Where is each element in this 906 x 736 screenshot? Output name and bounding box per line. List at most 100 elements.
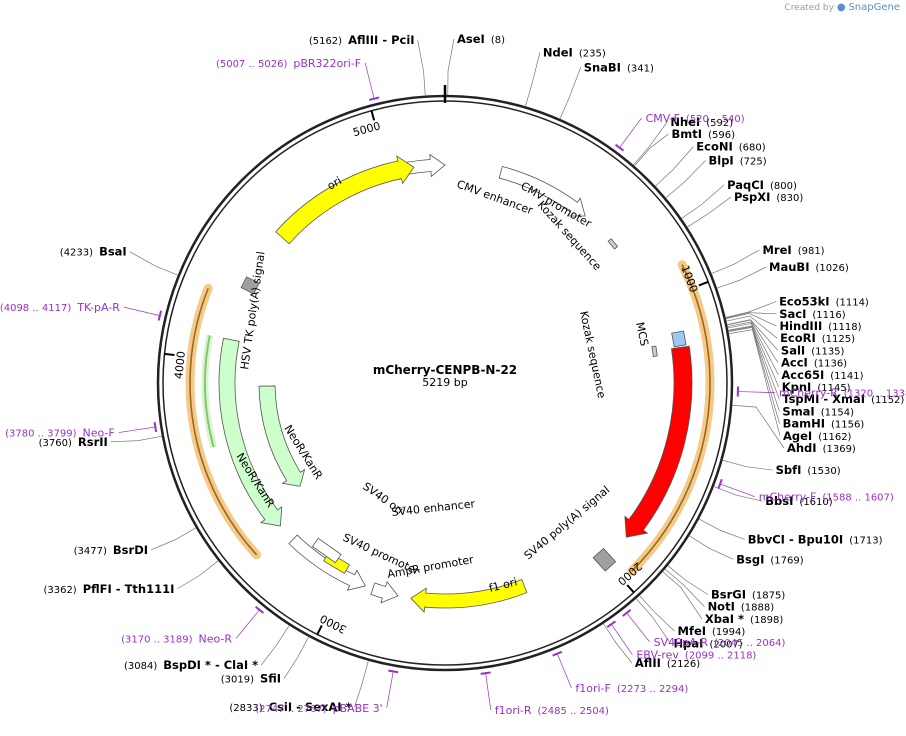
site-name: SnaBI	[584, 60, 621, 74]
site-position: (1154)	[821, 407, 854, 418]
feature-label-sv40-polya: SV40 poly(A) signal	[522, 483, 613, 562]
primer-name: f1ori-R	[495, 704, 532, 717]
plasmid-name: mCherry-CENPB-N-22	[373, 363, 517, 377]
site-position: (3084)	[124, 661, 157, 672]
site-econi: EcoNI(680)	[696, 140, 765, 154]
site-position: (3477)	[74, 546, 107, 557]
tick-mark-5000	[370, 110, 376, 121]
primer-leader-pbr322ori-f	[364, 62, 375, 99]
primer-range: (3170 .. 3189)	[121, 634, 193, 645]
site-name: MfeI	[678, 624, 707, 638]
site-position: (596)	[708, 130, 735, 141]
site-name: BsgI	[736, 552, 764, 566]
primer-leader-pbabe-3	[386, 671, 394, 708]
site-name: AflIII - PciI	[348, 33, 415, 47]
feature-mcs-box-0	[671, 330, 687, 348]
feature-neor-kanr-6	[218, 337, 283, 527]
primer-range: (1320 .. 1338)	[844, 389, 906, 400]
site-name: AhdI	[787, 441, 817, 455]
site-position: (680)	[739, 143, 766, 154]
primer-neo-r: (3170 .. 3189)Neo-R	[121, 632, 232, 645]
site-leader-hpai	[635, 598, 671, 644]
feature-label-mcs: MCS	[633, 321, 651, 347]
site-leader-kpni	[727, 322, 780, 388]
site-name: BspDI * - ClaI *	[163, 658, 258, 672]
primer-name: Neo-F	[83, 427, 115, 440]
site-bbsi: BbsI(1610)	[765, 494, 832, 508]
site-leader-pflfi-tth111i	[177, 560, 219, 590]
site-position: (4233)	[60, 248, 93, 259]
primer-name: pBABE 3'	[333, 702, 383, 715]
site-leader-bsrdi	[150, 527, 197, 551]
feature-mcherry-2	[624, 345, 693, 538]
site-leader-csii-sexai	[354, 660, 369, 707]
site-name: BamHI	[783, 417, 825, 431]
site-blpi: BlpI(725)	[708, 153, 766, 167]
site-position: (1162)	[818, 432, 851, 443]
site-rsrii: (3760)RsrII	[39, 435, 108, 449]
site-leader-afliii-pcii	[417, 39, 426, 96]
site-position: (3362)	[43, 585, 76, 596]
primer-range: (5007 .. 5026)	[216, 59, 288, 70]
site-leader-bspdi-clai	[260, 625, 290, 666]
primer-name: SV40pA-R	[654, 636, 709, 649]
site-position: (1156)	[831, 420, 864, 431]
site-mfei: MfeI(1994)	[678, 624, 746, 638]
primer-ebv-rev: EBV-rev(2099 .. 2118)	[636, 649, 756, 662]
feature-ampr-promoter-4	[370, 580, 399, 604]
site-leader-bsgi	[688, 535, 734, 560]
site-position: (341)	[627, 63, 654, 74]
site-pspxi: PspXI(830)	[734, 190, 803, 204]
primer-pbabe-3: (2747 .. 2767)pBABE 3'	[255, 702, 383, 715]
site-name: XbaI *	[705, 612, 744, 626]
site-name: BsrGI	[711, 588, 746, 602]
site-name: SbfI	[776, 463, 802, 477]
site-snabi: SnaBI (341)	[584, 60, 654, 74]
site-position: (830)	[776, 193, 803, 204]
primer-tk-pa-r: (4098 .. 4117)TK-pA-R	[0, 301, 120, 314]
site-position: (1610)	[799, 497, 832, 508]
tick-label-1000: 1000	[678, 264, 700, 295]
site-hindiii: HindIII(1118)	[779, 319, 861, 333]
site-position: (1369)	[823, 444, 856, 455]
site-position: (1135)	[811, 346, 844, 357]
site-position: (1145)	[817, 383, 850, 394]
tick-label-2000: 2000	[615, 560, 645, 588]
site-leader-mfei	[639, 595, 675, 632]
site-leader-lines	[110, 38, 785, 707]
site-leader-ecori	[726, 315, 778, 339]
site-name: TspMI - XmaI	[782, 392, 865, 406]
site-name: NheI	[670, 115, 700, 129]
restriction-site-labels: AseI(8)NdeI(235)SnaBI(341)NheI(592)BmtI(…	[39, 32, 905, 714]
site-noti: NotI(1888)	[708, 600, 775, 614]
site-position: (1713)	[849, 535, 882, 546]
site-name: SfiI	[260, 672, 281, 686]
feature-label-ori: ori	[325, 174, 344, 192]
feature-label-sv40-promoter: SV40 promoter	[341, 531, 422, 578]
primer-neo-f: (3780 .. 3799)Neo-F	[5, 427, 115, 440]
primer-leader-cmv-f	[619, 117, 642, 148]
site-name: BlpI	[708, 153, 733, 167]
site-position: (1116)	[812, 310, 845, 321]
site-aflii: AflII(2126)	[635, 656, 700, 670]
site-name: RsrII	[78, 435, 108, 449]
primer-range: (520 .. 540)	[686, 114, 745, 125]
site-bsrdi: (3477)BsrDI	[74, 543, 148, 557]
feature-label-mcherry: mCherry	[645, 399, 668, 449]
site-name: PaqCI	[727, 178, 764, 192]
site-afliii-pcii: (5162)AflIII - PciI	[309, 33, 415, 47]
site-leader-maubi	[716, 266, 767, 289]
site-name: MauBI	[769, 260, 809, 274]
site-asei: AseI(8)	[457, 32, 505, 46]
site-sbfi: SbfI(1530)	[776, 463, 841, 477]
feature-sv40-poly-a-signal-box-1	[592, 547, 617, 572]
site-position: (1141)	[830, 371, 863, 382]
primer-leader-mcherry-r	[737, 391, 775, 393]
site-agei: AgeI(1162)	[783, 429, 852, 443]
tick-label-5000: 5000	[352, 119, 382, 139]
orf-mcherry-line	[631, 264, 711, 572]
site-name: EcoRI	[780, 331, 816, 345]
primer-range: (4098 .. 4117)	[0, 303, 71, 314]
site-sfii: (3019)SfiI	[221, 672, 281, 686]
primer-leader-mcherry-f	[719, 483, 755, 498]
